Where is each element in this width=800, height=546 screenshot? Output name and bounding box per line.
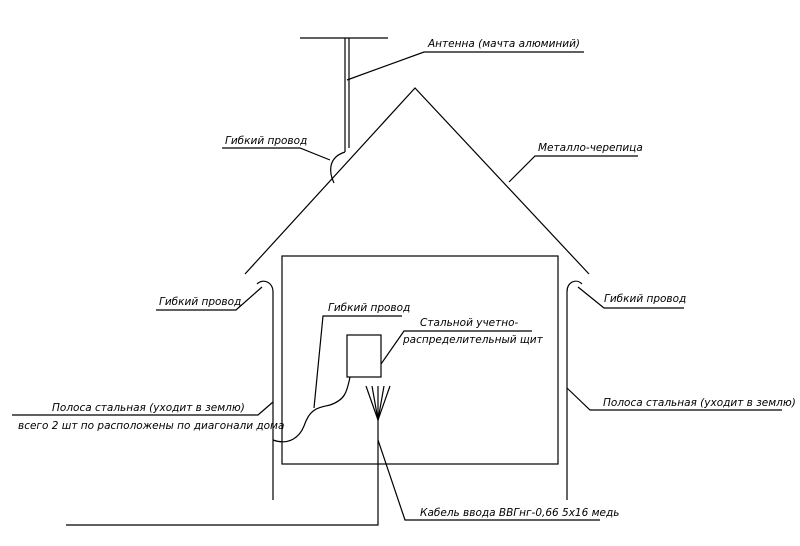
cable-core-1: [365, 385, 379, 421]
input-cable: [66, 420, 379, 526]
inner-room: [281, 255, 559, 465]
strip-left-label: Полоса стальная (уходит в землю): [52, 402, 245, 414]
left-eave-flex-wire: [256, 280, 274, 293]
strip-left-leader: [12, 401, 274, 416]
flex-wire-left-leader: [156, 286, 263, 311]
roof-label: Металло-черепица: [538, 142, 643, 154]
flex-wire-right-leader: [577, 286, 684, 309]
antenna-flex-wire: [330, 151, 346, 184]
flex-wire-inner-leader: [313, 315, 402, 409]
panel-label-line1: Стальной учетно-: [420, 317, 519, 329]
cable-core-2: [371, 385, 379, 421]
strip-left-note: всего 2 шт по расположены по диагонали д…: [18, 420, 284, 432]
cable-core-5: [377, 385, 391, 421]
inner-flex-wire: [272, 376, 351, 443]
strip-right-label: Полоса стальная (уходит в землю): [603, 397, 796, 409]
strip-right-leader: [566, 387, 782, 411]
roof-outline: [244, 87, 590, 275]
panel-label-line2: распределительный щит: [402, 334, 544, 346]
antenna-leader: [346, 51, 584, 81]
panel-leader: [380, 330, 532, 365]
cable-leader: [377, 439, 600, 521]
flex-wire-left-label: Гибкий провод: [159, 296, 241, 308]
right-eave-flex-wire: [566, 280, 583, 293]
cable-core-4: [377, 385, 385, 421]
antenna-label: Антенна (мачта алюминий): [427, 38, 580, 50]
distribution-panel: [346, 334, 382, 378]
roof-leader: [508, 155, 638, 183]
flex-wire-top-leader: [222, 147, 331, 161]
cable-label: Кабель ввода ВВГнг-0,66 5х16 медь: [420, 507, 619, 519]
flex-wire-inner-label: Гибкий провод: [328, 302, 410, 314]
flex-wire-right-label: Гибкий провод: [604, 293, 686, 305]
flex-wire-top-label: Гибкий провод: [225, 135, 307, 147]
